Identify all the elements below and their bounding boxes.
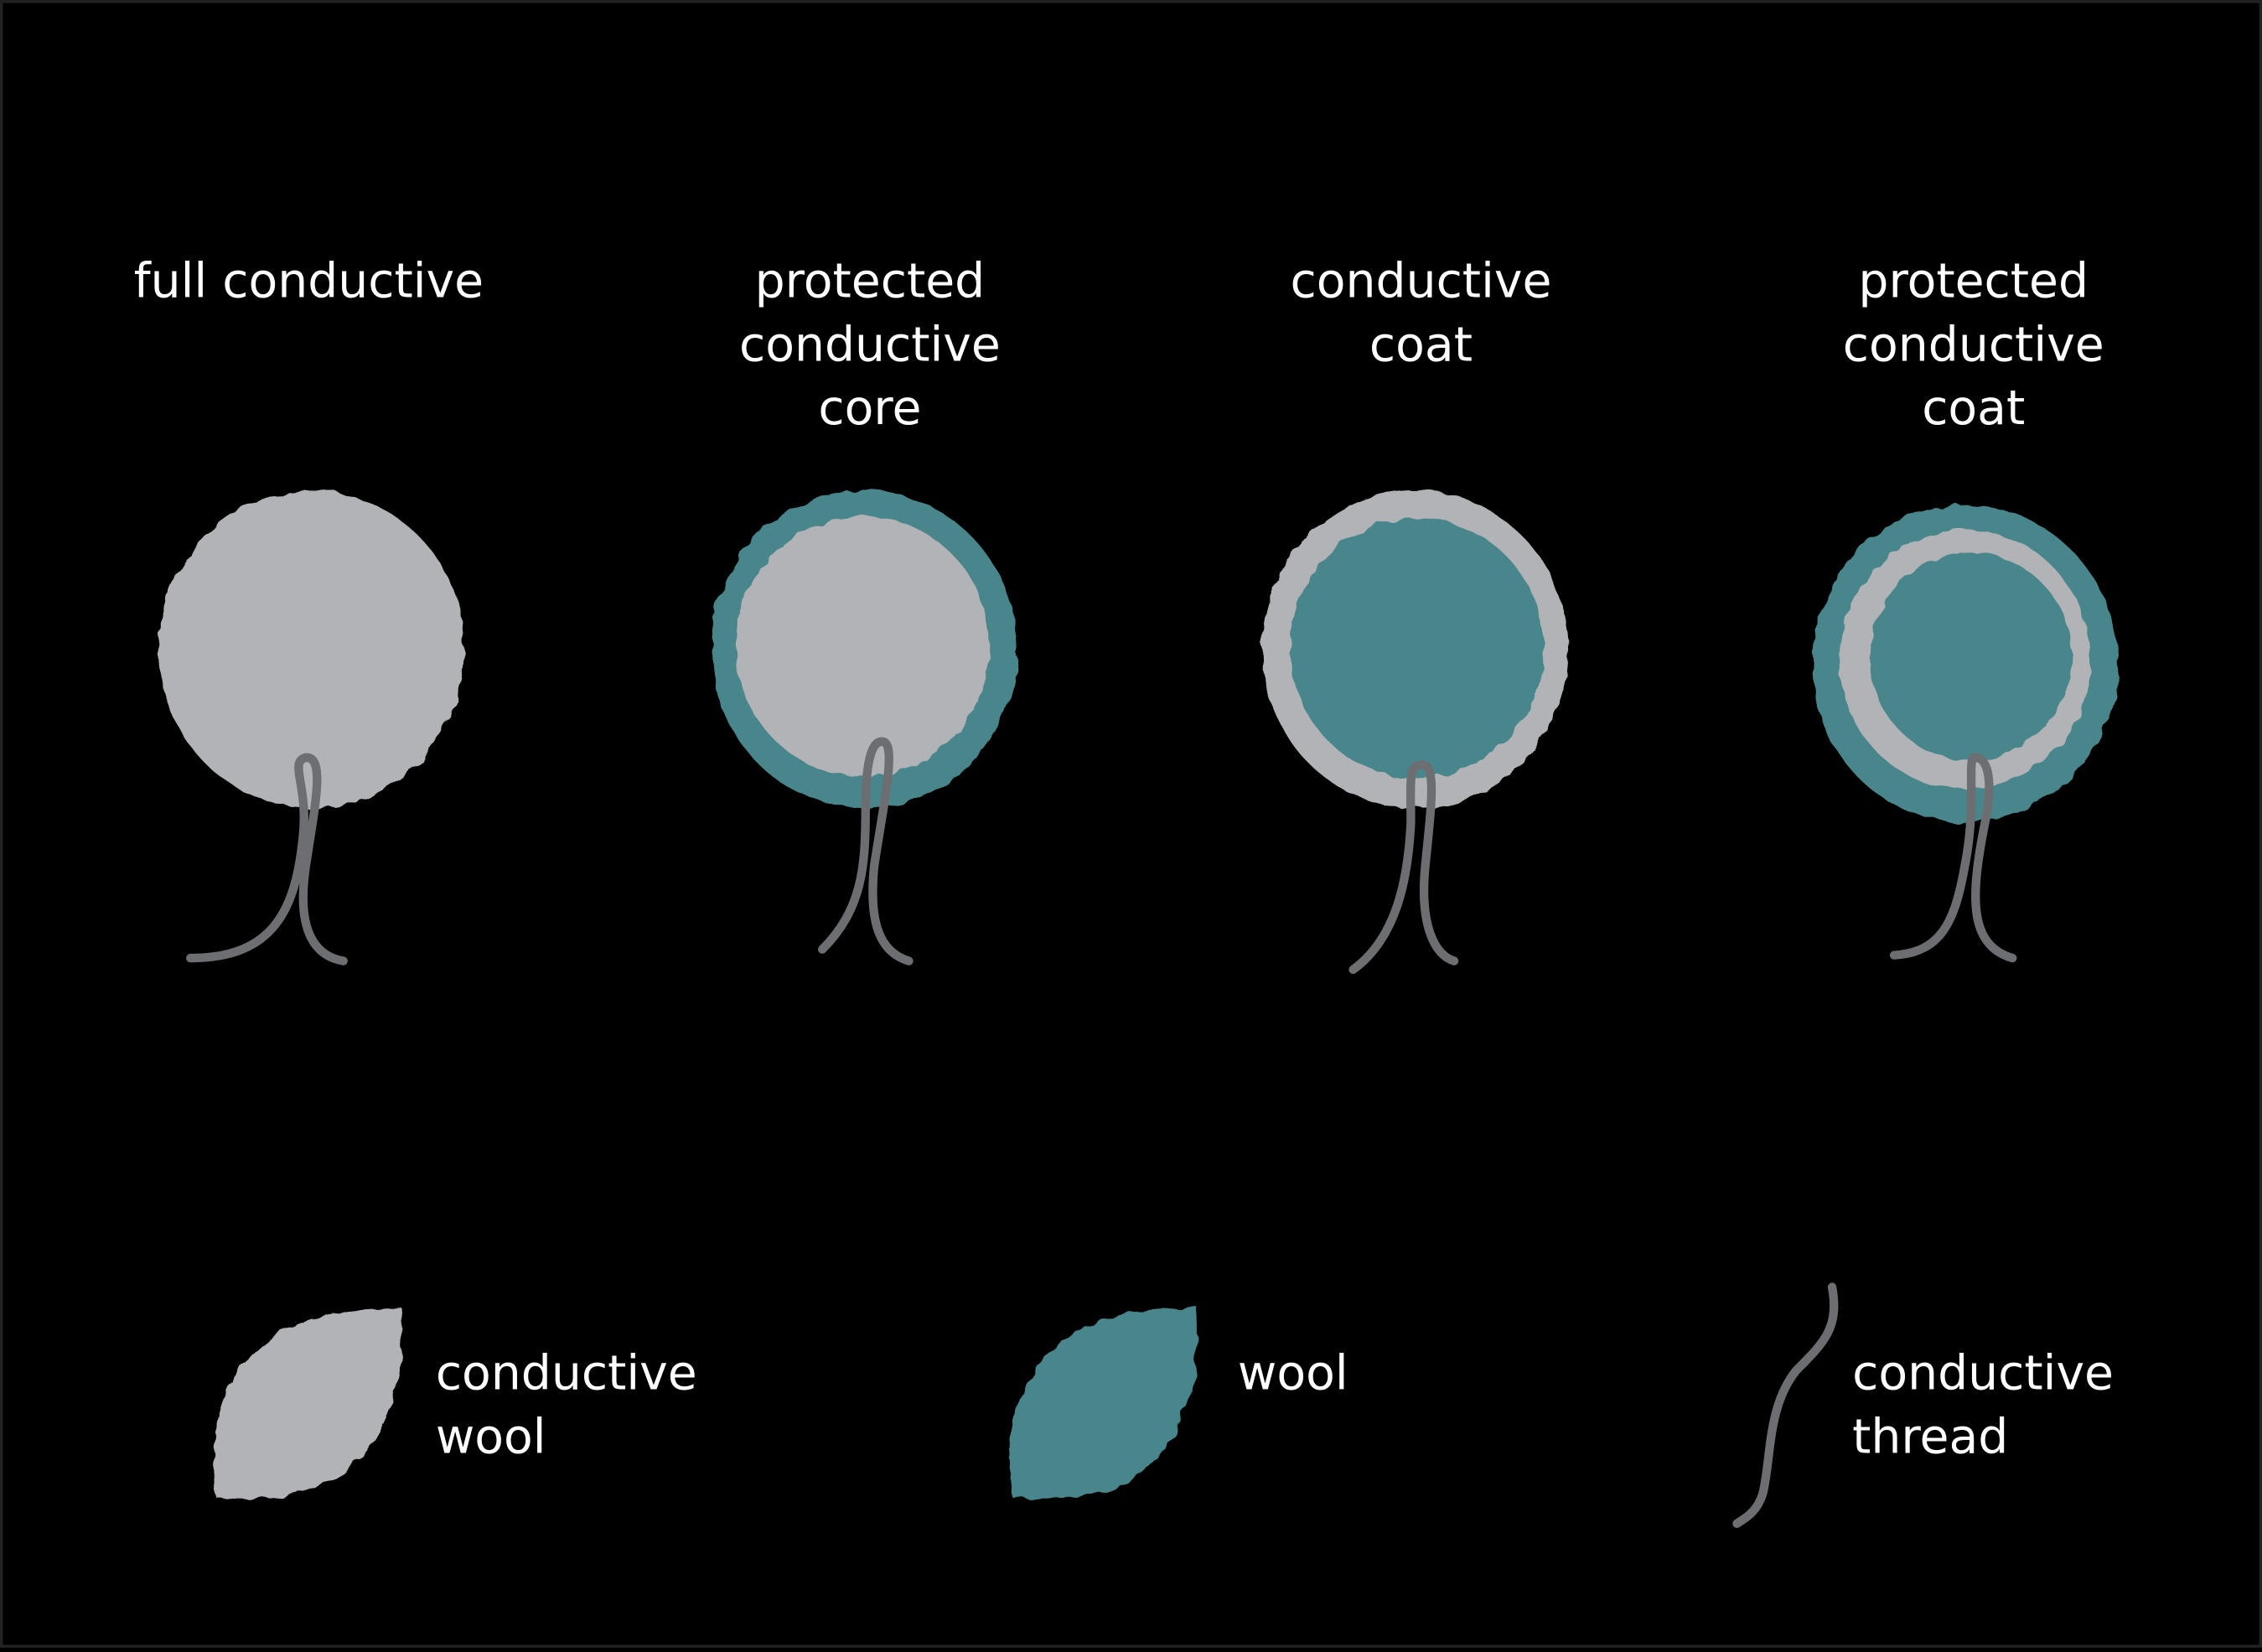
thread-loop-1 <box>186 753 348 966</box>
legend-label-line: conductive <box>1852 1346 2114 1401</box>
label-line: conductive <box>739 317 1001 372</box>
label-line: coat <box>1369 317 1473 372</box>
label-line: full conductive <box>134 254 484 309</box>
legend-label-line: wool <box>1238 1346 1348 1401</box>
thread-loop-4 <box>1889 753 2017 963</box>
thread-loop-2 <box>817 737 914 966</box>
label-line: conductive <box>1291 254 1552 309</box>
ball-protected-conductive-coat <box>1811 505 2118 823</box>
legend-label-line: wool <box>436 1409 546 1464</box>
legend-conductive-thread: conductive thread <box>1732 1282 2114 1528</box>
legend-wool: wool <box>1009 1307 1348 1499</box>
legend-conductive-wool: conductive wool <box>214 1307 697 1499</box>
ball-protected-conductive-core <box>711 490 1017 809</box>
thread-loop-3 <box>1348 760 1459 975</box>
label-line: core <box>818 381 921 436</box>
conductive-wool-swatch-icon <box>214 1307 402 1499</box>
label-line: protected <box>755 254 986 309</box>
label-line: protected <box>1858 254 2089 309</box>
variant-label-conductive-coat: conductive coat <box>1291 254 1552 373</box>
legend-label-line: conductive <box>436 1346 697 1401</box>
wool-swatch-icon <box>1009 1307 1198 1499</box>
variant-label-protected-conductive-coat: protected conductive coat <box>1843 254 2104 436</box>
ball-full-conductive <box>158 490 465 809</box>
label-line: coat <box>1922 381 2025 436</box>
label-line: conductive <box>1843 317 2104 372</box>
ball-conductive-coat <box>1262 490 1569 809</box>
variant-label-full-conductive: full conductive <box>134 254 484 309</box>
conductive-thread-swatch-icon <box>1732 1282 1839 1528</box>
legend-label-line: thread <box>1852 1409 2008 1464</box>
variant-label-protected-conductive-core: protected conductive core <box>739 254 1001 436</box>
